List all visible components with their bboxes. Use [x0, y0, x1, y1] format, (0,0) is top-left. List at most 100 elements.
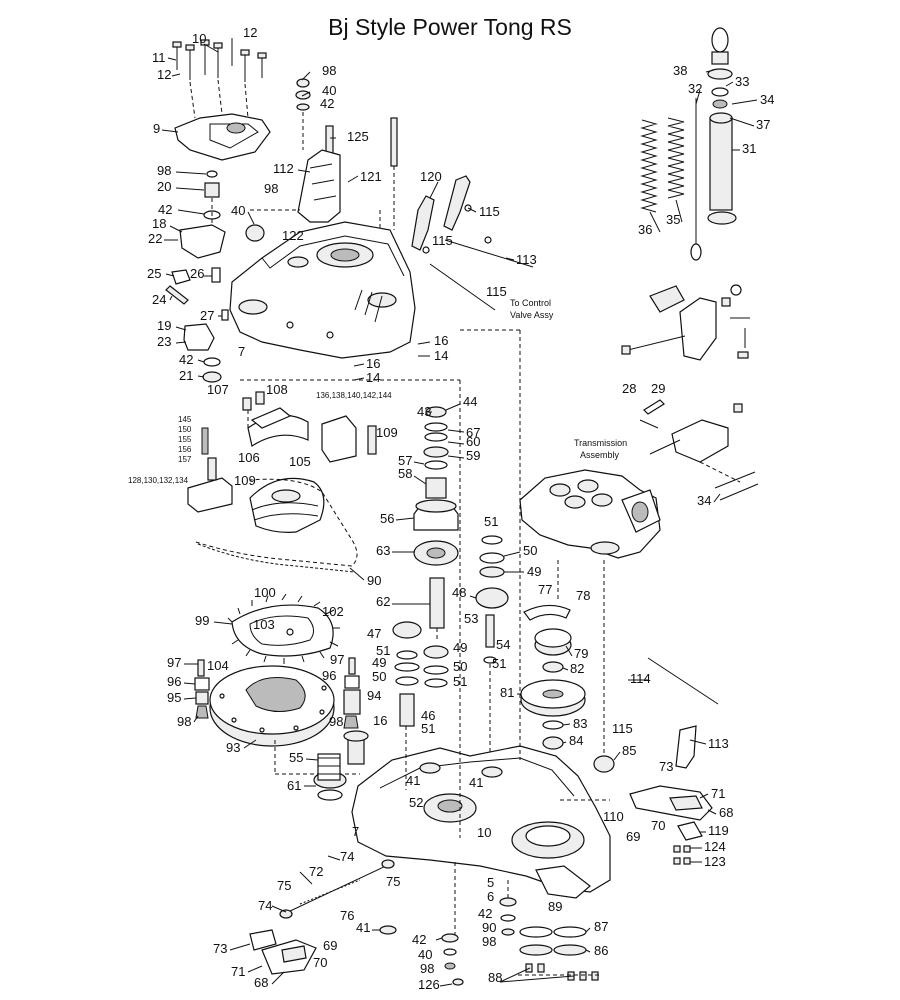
spring-assembly [640, 27, 737, 261]
part-range-label: 156 [178, 445, 192, 454]
part-label: 60 [466, 434, 480, 449]
part-label: 122 [282, 228, 304, 243]
part-label: 12 [243, 25, 257, 40]
part-label: 94 [367, 688, 381, 703]
part-label: 32 [688, 81, 702, 96]
left-side-parts [165, 170, 265, 383]
part-label: 68 [254, 975, 268, 990]
part-label: 96 [322, 668, 336, 683]
part-label: 54 [496, 637, 510, 652]
part-label: 115 [486, 284, 507, 299]
transmission-note: Transmission [574, 438, 627, 448]
mount-bracket [639, 399, 759, 501]
part-label: 40 [418, 947, 432, 962]
part-label: 20 [157, 179, 171, 194]
bracket-assembly [621, 284, 750, 361]
part-label: 51 [453, 674, 467, 689]
part-label: 62 [376, 594, 390, 609]
part-label: 52 [409, 795, 423, 810]
part-label: 16 [434, 333, 448, 348]
part-label: 51 [492, 656, 506, 671]
part-range-label: 128,130,132,134 [128, 476, 189, 485]
part-range-label: 157 [178, 455, 192, 464]
mid-bearing-stack [392, 621, 449, 727]
part-label: 105 [289, 454, 311, 469]
part-label: 125 [347, 129, 369, 144]
part-label: 75 [277, 878, 291, 893]
part-label: 16 [373, 713, 387, 728]
part-label: 40 [322, 83, 336, 98]
part-label: 84 [569, 733, 583, 748]
part-label: 49 [527, 564, 541, 579]
part-label: 119 [708, 823, 729, 838]
part-label: 34 [697, 493, 711, 508]
part-label: 85 [622, 743, 636, 758]
part-label: 53 [464, 611, 478, 626]
part-label: 50 [372, 669, 386, 684]
assembly-note: Assembly [580, 450, 620, 460]
part-label: 14 [434, 348, 448, 363]
part-label: 40 [231, 203, 245, 218]
ring-gear-part [227, 593, 340, 664]
part-label: 59 [466, 448, 480, 463]
part-label: 26 [190, 266, 204, 281]
part-label: 96 [167, 674, 181, 689]
part-label: 24 [152, 292, 166, 307]
part-label: 90 [482, 920, 496, 935]
part-label: 57 [398, 453, 412, 468]
top-plate-part [174, 113, 271, 161]
bottom-small-parts [441, 897, 599, 986]
part-label: 108 [266, 382, 288, 397]
part-label: 72 [309, 864, 323, 879]
part-label: 55 [289, 750, 303, 765]
part-label: 41 [406, 773, 420, 788]
part-label: 112 [273, 161, 294, 176]
right-lever-assembly [629, 657, 719, 865]
part-label: 98 [264, 181, 278, 196]
part-label: 21 [179, 368, 193, 383]
to-control-note: To Control [510, 298, 551, 308]
drive-chain [195, 478, 358, 573]
part-label: 75 [386, 874, 400, 889]
part-label: 74 [340, 849, 354, 864]
part-label: 61 [287, 778, 301, 793]
part-label: 79 [574, 646, 588, 661]
part-label: 41 [469, 775, 483, 790]
part-label: 98 [482, 934, 496, 949]
part-label: 113 [708, 736, 729, 751]
part-label: 102 [322, 604, 344, 619]
part-label: 77 [538, 582, 552, 597]
part-label: 115 [432, 233, 453, 248]
lower-housing-part [351, 745, 611, 899]
part-label: 42 [412, 932, 426, 947]
part-label: 11 [152, 50, 166, 65]
part-label: 123 [704, 854, 726, 869]
part-label: 42 [158, 202, 172, 217]
part-label: 42 [478, 906, 492, 921]
part-label: 120 [420, 169, 442, 184]
part-label: 46 [421, 708, 435, 723]
part-label: 89 [548, 899, 562, 914]
part-label: 37 [756, 117, 770, 132]
part-label: 44 [463, 394, 477, 409]
part-label: 67 [466, 425, 480, 440]
part-label: 115 [612, 721, 633, 736]
part-label: 71 [711, 786, 725, 801]
part-label: 106 [238, 450, 260, 465]
part-label: 81 [500, 685, 514, 700]
part-label: 48 [452, 585, 466, 600]
part-label: 29 [651, 381, 665, 396]
part-label: 35 [666, 212, 680, 227]
notes: To Control Valve Assy Transmission Assem… [510, 298, 627, 460]
part-label: 104 [207, 658, 229, 673]
part-label: 7 [352, 824, 359, 839]
part-label: 114 [630, 671, 651, 686]
part-label: 98 [420, 961, 434, 976]
part-label: 7 [238, 344, 245, 359]
part-range-label: 150 [178, 425, 192, 434]
part-label: 87 [594, 919, 608, 934]
part-label: 99 [195, 613, 209, 628]
part-label: 83 [573, 716, 587, 731]
part-label: 42 [179, 352, 193, 367]
part-label: 100 [254, 585, 276, 600]
